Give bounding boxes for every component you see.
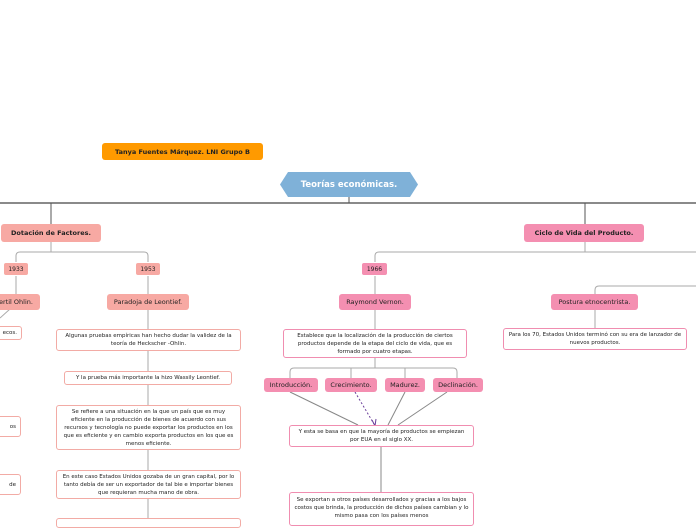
stage-crecimiento[interactable]: Crecimiento. — [325, 378, 377, 392]
ethnocentric-note[interactable]: Para los 70, Estados Unidos terminó con … — [503, 328, 687, 350]
leontief-note-1[interactable]: Algunas pruebas empíricas han hecho duda… — [56, 329, 241, 351]
subtopic-heckscher-ohlin[interactable]: ertil Ohlin. — [0, 294, 40, 310]
leontief-note-2[interactable]: Y la prueba más importante la hizo Wassi… — [64, 371, 232, 385]
central-topic[interactable]: Teorías económicas. — [280, 172, 418, 197]
year-1953[interactable]: 1953 — [136, 263, 160, 275]
year-1966[interactable]: 1966 — [362, 263, 387, 275]
leontief-note-3[interactable]: Se refiere a una situación en la que un … — [56, 405, 241, 450]
stage-madurez[interactable]: Madurez. — [385, 378, 425, 392]
year-1933[interactable]: 1933 — [4, 263, 28, 275]
stage-introduccion[interactable]: Introducción. — [264, 378, 318, 392]
topic-dotacion-de-factores[interactable]: Dotación de Factores. — [1, 224, 101, 242]
subtopic-paradoja-leontief[interactable]: Paradoja de Leontief. — [107, 294, 189, 310]
author-note[interactable]: Tanya Fuentes Márquez. LNI Grupo B — [102, 143, 263, 160]
subtopic-postura-etnocentrista[interactable]: Postura etnocentrista. — [551, 294, 638, 310]
leontief-note-4[interactable]: En este caso Estados Unidos gozaba de un… — [56, 470, 241, 499]
export-note[interactable]: Se exportan a otros países desarrollados… — [289, 492, 474, 526]
note-fragment-2[interactable]: os — [0, 416, 21, 437]
stages-note[interactable]: Y esta se basa en que la mayoría de prod… — [289, 425, 474, 447]
topic-ciclo-de-vida[interactable]: Ciclo de Vida del Producto. — [524, 224, 644, 242]
note-fragment-1[interactable]: ecos. — [0, 326, 22, 340]
subtopic-raymond-vernon[interactable]: Raymond Vernon. — [339, 294, 411, 310]
vernon-note[interactable]: Establece que la localización de la prod… — [283, 329, 467, 358]
note-fragment-3[interactable]: de — [0, 474, 21, 495]
stage-declinacion[interactable]: Declinación. — [433, 378, 483, 392]
